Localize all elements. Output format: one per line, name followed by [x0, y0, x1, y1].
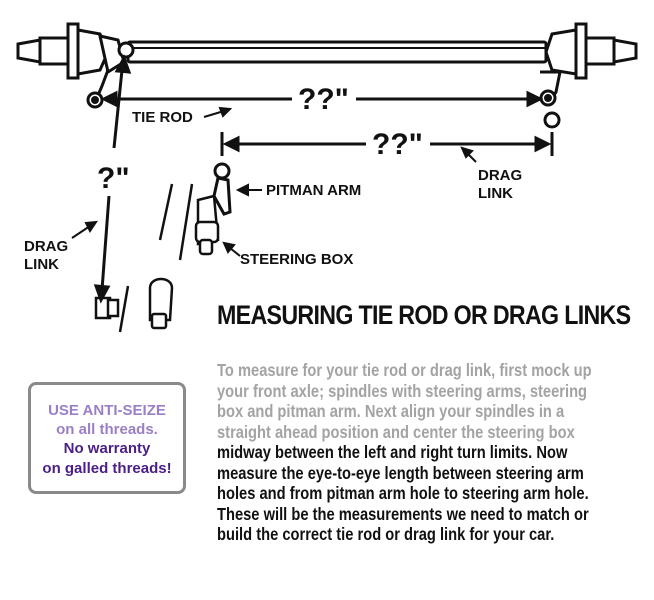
tie-rod-dimension	[100, 90, 544, 108]
drag-link-left-leader	[71, 220, 99, 239]
side-view-linkage	[94, 277, 174, 333]
body-line-8: These will be the measurements we need t…	[217, 503, 589, 524]
steering-box-label: STEERING BOX	[240, 251, 353, 268]
note-line-4: on galled threads!	[42, 460, 172, 477]
axle-beam	[126, 40, 548, 64]
body-line-2: your front axle; spindles with steering …	[217, 380, 588, 401]
right-spindle	[539, 22, 638, 129]
drag-link-left-label-line2: LINK	[24, 256, 59, 273]
steering-box	[158, 183, 220, 261]
drag-link-right-label-line2: LINK	[478, 185, 513, 202]
drag-link-right-label-line1: DRAG	[478, 167, 522, 184]
body-line-3: box and pitman arm. Next align your spin…	[217, 401, 565, 421]
tie-rod-leader	[203, 106, 233, 118]
left-spindle	[16, 22, 135, 109]
body-line-5: midway between the left and right turn l…	[217, 442, 568, 462]
article-heading: MEASURING TIE ROD OR DRAG LINKS	[217, 300, 631, 330]
anti-seize-note: USE ANTI-SEIZE on all threads. No warran…	[28, 382, 186, 494]
drag-link-length-label: ??"	[372, 128, 423, 161]
drag-link-left-label-line1: DRAG	[24, 238, 68, 255]
drag-link-vertical-length-label: ?"	[97, 162, 130, 195]
drag-link-vertical-dimension	[93, 54, 132, 304]
body-line-1: To measure for your tie rod or drag link…	[217, 360, 592, 380]
body-line-4: straight ahead position and center the s…	[217, 421, 575, 442]
pitman-arm-leader	[235, 183, 262, 197]
tie-rod-label: TIE ROD	[132, 109, 193, 126]
body-line-6: measure the eye-to-eye length between st…	[217, 462, 584, 483]
note-line-2: on all threads.	[56, 421, 158, 438]
note-line-3: No warranty	[63, 440, 151, 457]
pitman-arm	[212, 162, 232, 216]
drag-link-right-leader	[460, 146, 477, 163]
note-line-1: USE ANTI-SEIZE	[48, 402, 166, 419]
steering-box-leader	[222, 241, 241, 257]
article-body: To measure for your tie rod or drag link…	[217, 360, 629, 545]
front-axle-diagram: ??" TIE ROD ??" DRAG LINK PITMAN ARM	[16, 22, 638, 333]
body-line-7: holes and from pitman arm hole to steeri…	[217, 483, 589, 503]
pitman-arm-label: PITMAN ARM	[266, 182, 361, 199]
body-line-9: build the correct tie rod or drag link f…	[217, 524, 555, 544]
tie-rod-length-label: ??"	[298, 83, 349, 116]
drag-link-dimension	[220, 132, 554, 156]
